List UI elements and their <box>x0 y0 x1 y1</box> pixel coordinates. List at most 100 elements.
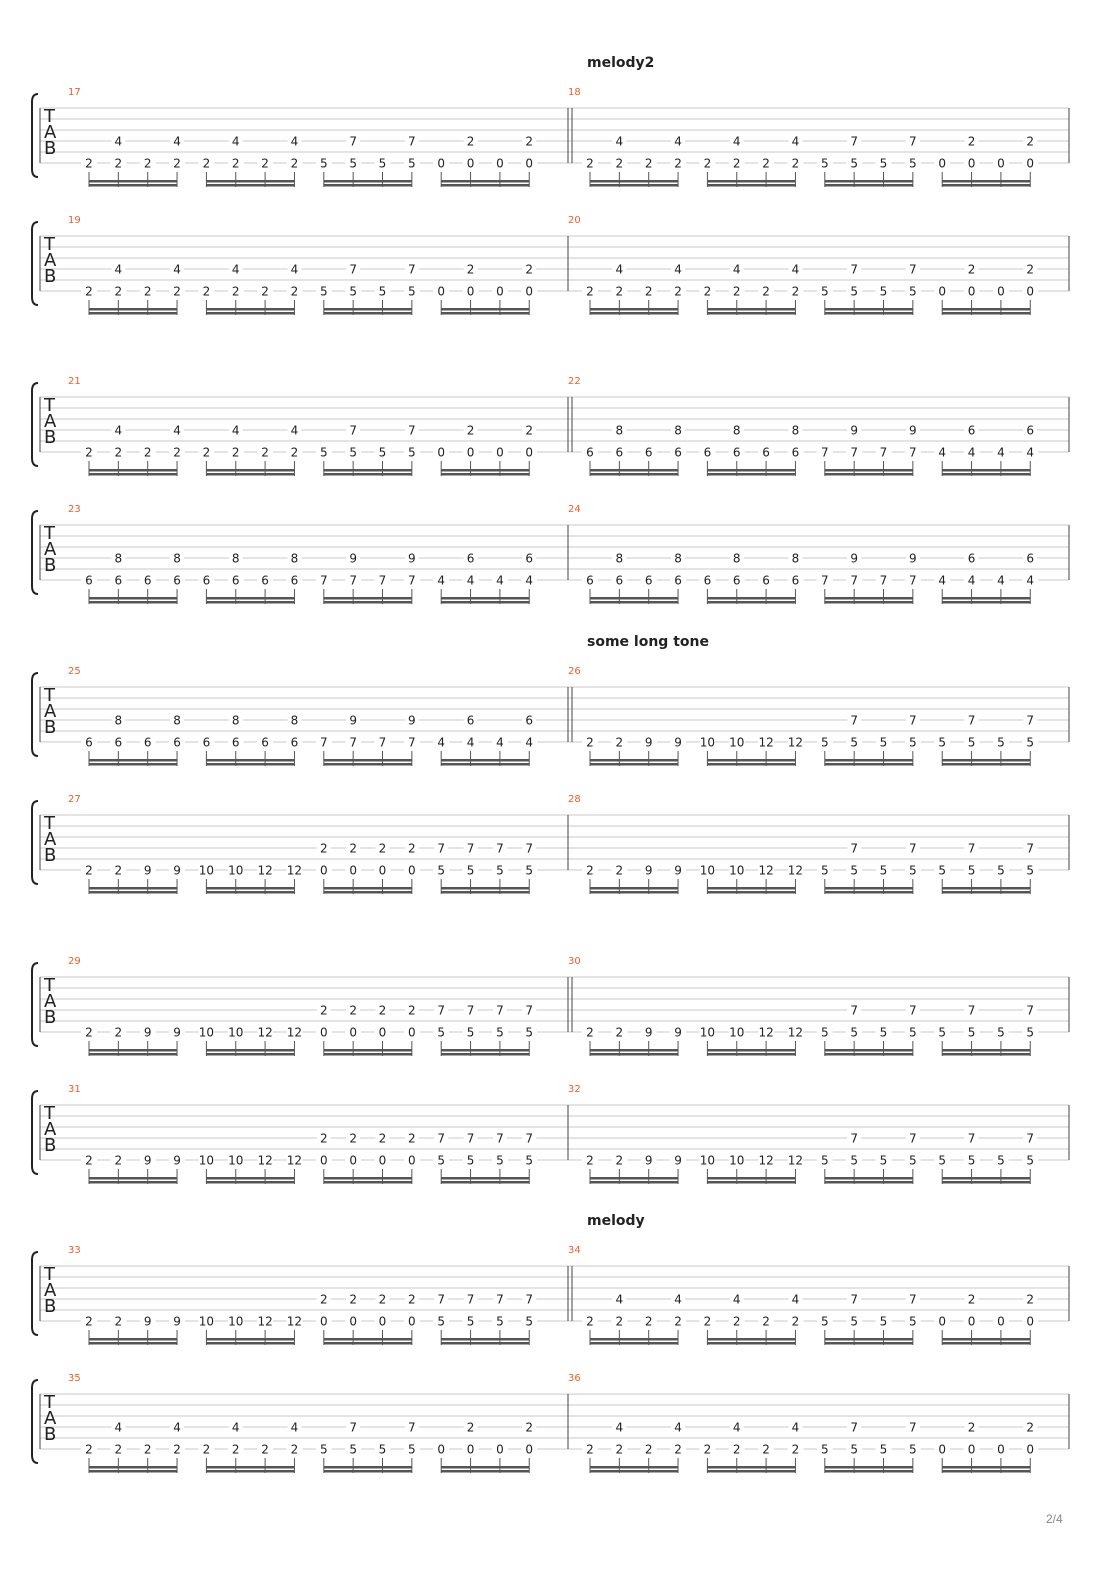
fret-number: 2 <box>968 1293 976 1307</box>
fret-mask <box>522 1421 537 1434</box>
fret-mask <box>611 446 628 459</box>
fret-mask <box>992 574 1009 587</box>
fret-mask <box>491 1026 508 1039</box>
fret-number: 7 <box>850 1421 858 1435</box>
fret-number: 9 <box>144 1026 152 1040</box>
fret-number: 9 <box>408 552 416 566</box>
fret-mask <box>198 446 215 459</box>
beam <box>323 308 412 311</box>
fret-mask <box>1023 842 1038 855</box>
fret-mask <box>640 157 657 170</box>
fret-mask <box>816 574 833 587</box>
fret-number: 4 <box>232 424 240 438</box>
tab-clef-letter: T <box>43 395 56 416</box>
fret-number: 0 <box>320 1026 328 1040</box>
fret-number: 2 <box>408 1132 416 1146</box>
fret-number: 4 <box>1026 574 1034 588</box>
fret-number: 2 <box>173 285 181 299</box>
fret-mask <box>964 842 979 855</box>
beam <box>824 1181 913 1184</box>
fret-mask <box>963 1315 980 1328</box>
fret-mask <box>111 424 126 437</box>
fret-number: 2 <box>349 1004 357 1018</box>
tab-clef-letter: T <box>43 975 56 996</box>
fret-mask <box>875 157 892 170</box>
fret-number: 2 <box>144 157 152 171</box>
fret-number: 2 <box>408 1004 416 1018</box>
fret-mask <box>671 1293 686 1306</box>
fret-mask <box>787 864 804 877</box>
fret-mask <box>964 1421 979 1434</box>
fret-mask <box>81 1026 97 1039</box>
fret-mask <box>904 446 921 459</box>
fret-mask <box>462 285 479 298</box>
fret-number: 10 <box>199 864 214 878</box>
fret-number: 0 <box>525 157 533 171</box>
fret-mask <box>816 1315 833 1328</box>
fret-number: 7 <box>320 736 328 750</box>
fret-mask <box>462 1154 479 1167</box>
fret-mask <box>521 736 538 749</box>
fret-mask <box>374 285 391 298</box>
fret-number: 9 <box>349 714 357 728</box>
fret-number: 5 <box>496 864 504 878</box>
fret-number: 7 <box>850 1132 858 1146</box>
fret-number: 2 <box>115 285 123 299</box>
fret-number: 2 <box>85 1154 93 1168</box>
fret-mask <box>374 864 391 877</box>
fret-mask <box>521 157 538 170</box>
fret-mask <box>640 574 657 587</box>
fret-number: 4 <box>997 574 1005 588</box>
fret-mask <box>463 714 478 727</box>
fret-mask <box>170 1421 185 1434</box>
fret-mask <box>433 574 450 587</box>
fret-mask <box>521 1026 538 1039</box>
fret-mask <box>612 1421 627 1434</box>
fret-number: 6 <box>291 736 299 750</box>
beam <box>206 601 295 604</box>
fret-number: 6 <box>85 736 93 750</box>
fret-number: 2 <box>85 1026 93 1040</box>
fret-mask <box>905 135 920 148</box>
fret-number: 7 <box>349 736 357 750</box>
fret-number: 2 <box>616 1026 624 1040</box>
beam <box>707 1466 796 1469</box>
fret-number: 9 <box>850 552 858 566</box>
fret-mask <box>992 1026 1009 1039</box>
fret-mask <box>110 285 127 298</box>
fret-mask <box>345 446 362 459</box>
fret-number: 5 <box>997 1026 1005 1040</box>
fret-number: 9 <box>144 1154 152 1168</box>
fret-mask <box>787 1026 804 1039</box>
fret-number: 9 <box>850 424 858 438</box>
fret-mask <box>905 1132 920 1145</box>
measure-number: 30 <box>568 956 581 967</box>
fret-number: 6 <box>525 714 533 728</box>
fret-number: 7 <box>909 135 917 149</box>
fret-mask <box>1022 574 1039 587</box>
fret-number: 4 <box>115 1421 123 1435</box>
fret-number: 5 <box>909 285 917 299</box>
fret-mask <box>699 1026 716 1039</box>
fret-mask <box>492 1293 507 1306</box>
fret-number: 4 <box>496 736 504 750</box>
fret-mask <box>462 446 479 459</box>
fret-mask <box>522 842 537 855</box>
fret-number: 2 <box>349 1293 357 1307</box>
fret-number: 5 <box>938 1026 946 1040</box>
tab-clef-letter: T <box>43 1103 56 1124</box>
fret-number: 2 <box>320 1293 328 1307</box>
fret-mask <box>671 263 686 276</box>
fret-mask <box>1022 1443 1039 1456</box>
fret-number: 2 <box>115 864 123 878</box>
fret-mask <box>964 263 979 276</box>
beam <box>206 184 295 187</box>
fret-mask <box>404 263 419 276</box>
fret-mask <box>847 1293 862 1306</box>
fret-mask <box>846 157 863 170</box>
beam <box>323 473 412 476</box>
fret-mask <box>374 1315 391 1328</box>
beam <box>206 1338 295 1341</box>
fret-mask <box>492 1132 507 1145</box>
beam <box>323 1470 412 1473</box>
